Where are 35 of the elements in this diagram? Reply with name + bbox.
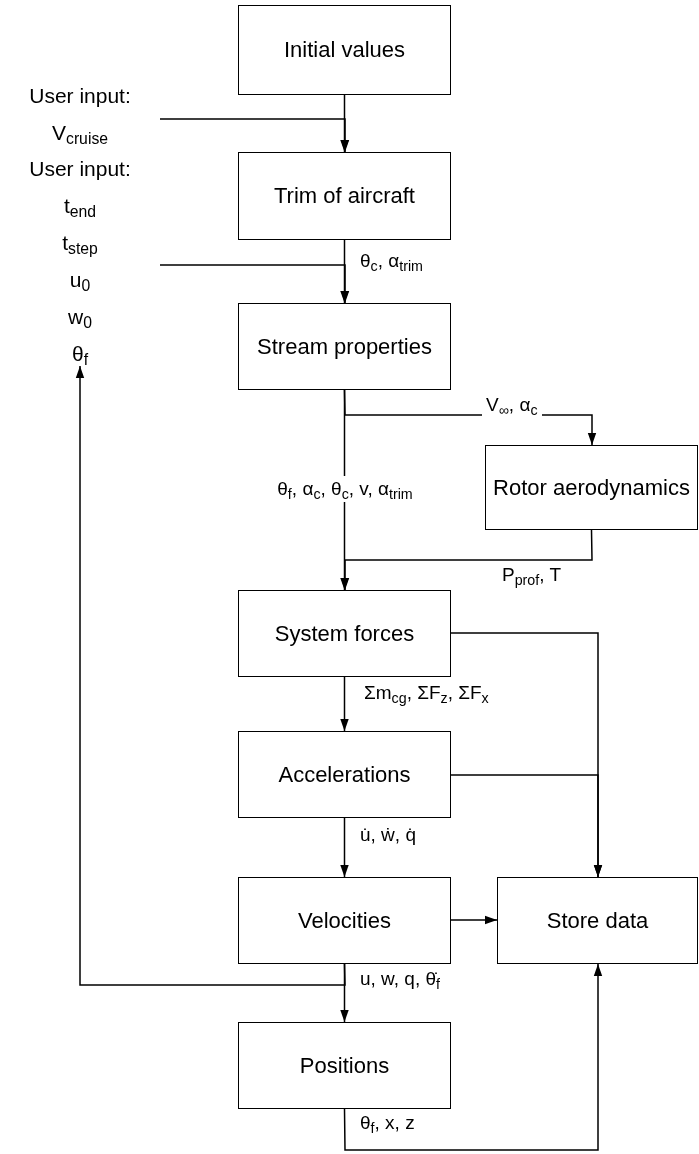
node-text: Accelerations <box>278 761 411 788</box>
node-text: θ$_{f}$ <box>71 341 89 370</box>
arrow <box>343 963 603 1151</box>
process-box <box>238 152 451 240</box>
arrow <box>340 817 349 878</box>
node-text: User input: <box>29 156 131 182</box>
process-box <box>238 590 451 677</box>
node-text: t$_{end}$ <box>63 193 97 222</box>
arrow <box>159 264 350 304</box>
node-text: Positions <box>299 1052 390 1079</box>
arrow <box>340 676 349 732</box>
node-text: System forces <box>274 620 415 647</box>
process-box <box>238 1022 451 1109</box>
node-text: t$_{step}$ <box>62 230 98 259</box>
node-text: w$_{0}$ <box>68 304 92 333</box>
node-text: Velocities <box>298 907 391 934</box>
arrow <box>159 118 350 153</box>
node-text: Stream properties <box>257 333 432 360</box>
process-box <box>238 731 451 818</box>
arrow <box>450 915 498 925</box>
node-text: Trim of aircraft <box>274 183 415 209</box>
arrow <box>450 774 603 878</box>
node-text: Rotor aerodynamics <box>493 474 690 501</box>
node-text: V$_{cruise}$ <box>52 120 108 149</box>
arrow <box>75 365 346 986</box>
process-box <box>485 445 698 530</box>
process-box <box>497 877 698 964</box>
process-box <box>238 303 451 390</box>
arrow <box>340 529 593 591</box>
process-box <box>238 877 451 964</box>
node-text: User input: <box>29 83 131 109</box>
node-text: Initial values <box>283 37 406 63</box>
process-box <box>238 5 451 95</box>
node-text: Store data <box>546 907 649 934</box>
node-text: u$_{0}$ <box>69 267 91 296</box>
